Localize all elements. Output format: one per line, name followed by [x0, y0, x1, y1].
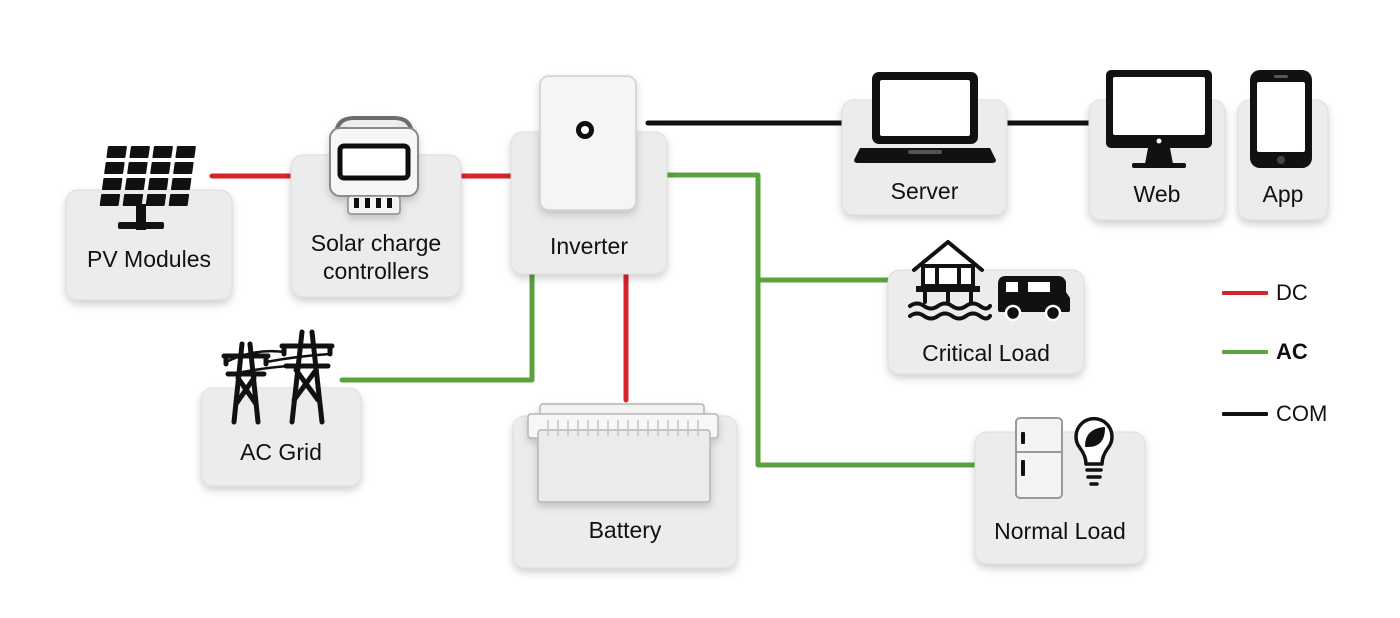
battery-icon: [527, 403, 719, 503]
ac-line-grid-to-inverter: [339, 269, 535, 383]
connections: [209, 120, 1095, 468]
ac-grid-label: AC Grid: [240, 439, 322, 465]
controller-label-line1: Solar charge: [310, 230, 442, 256]
pv-modules-label: PV Modules: [86, 246, 211, 272]
house-icon: [908, 240, 992, 321]
legend-dc-swatch: [1222, 291, 1268, 295]
smartphone-icon: [1250, 70, 1312, 168]
inverter-icon: [539, 75, 637, 211]
camper-van-icon: [998, 276, 1070, 322]
inverter-label: Inverter: [550, 233, 628, 259]
lightbulb-icon: [1074, 417, 1114, 486]
server-label: Server: [890, 178, 959, 204]
legend-com-swatch: [1222, 412, 1268, 416]
battery-label: Battery: [588, 517, 662, 543]
normal-load-label: Normal Load: [994, 518, 1126, 544]
ac-line-inverter-to-loads: [645, 172, 993, 468]
legend-ac-swatch: [1222, 350, 1268, 354]
legend-com-label: COM: [1276, 401, 1328, 426]
web-label: Web: [1133, 181, 1181, 207]
desktop-monitor-icon: [1106, 70, 1212, 168]
solar-panel-icon: [99, 146, 196, 230]
transmission-tower-icon: [221, 329, 335, 425]
critical-load-label: Critical Load: [922, 340, 1050, 366]
legend-ac-label: AC: [1276, 339, 1308, 364]
ac-grid-platform: [200, 387, 362, 487]
refrigerator-icon: [1015, 417, 1063, 499]
laptop-icon: [854, 72, 996, 163]
controller-label-line2: controllers: [322, 258, 430, 284]
charge-controller-icon: [329, 116, 419, 215]
legend-dc-label: DC: [1276, 280, 1308, 305]
app-label: App: [1262, 181, 1304, 207]
